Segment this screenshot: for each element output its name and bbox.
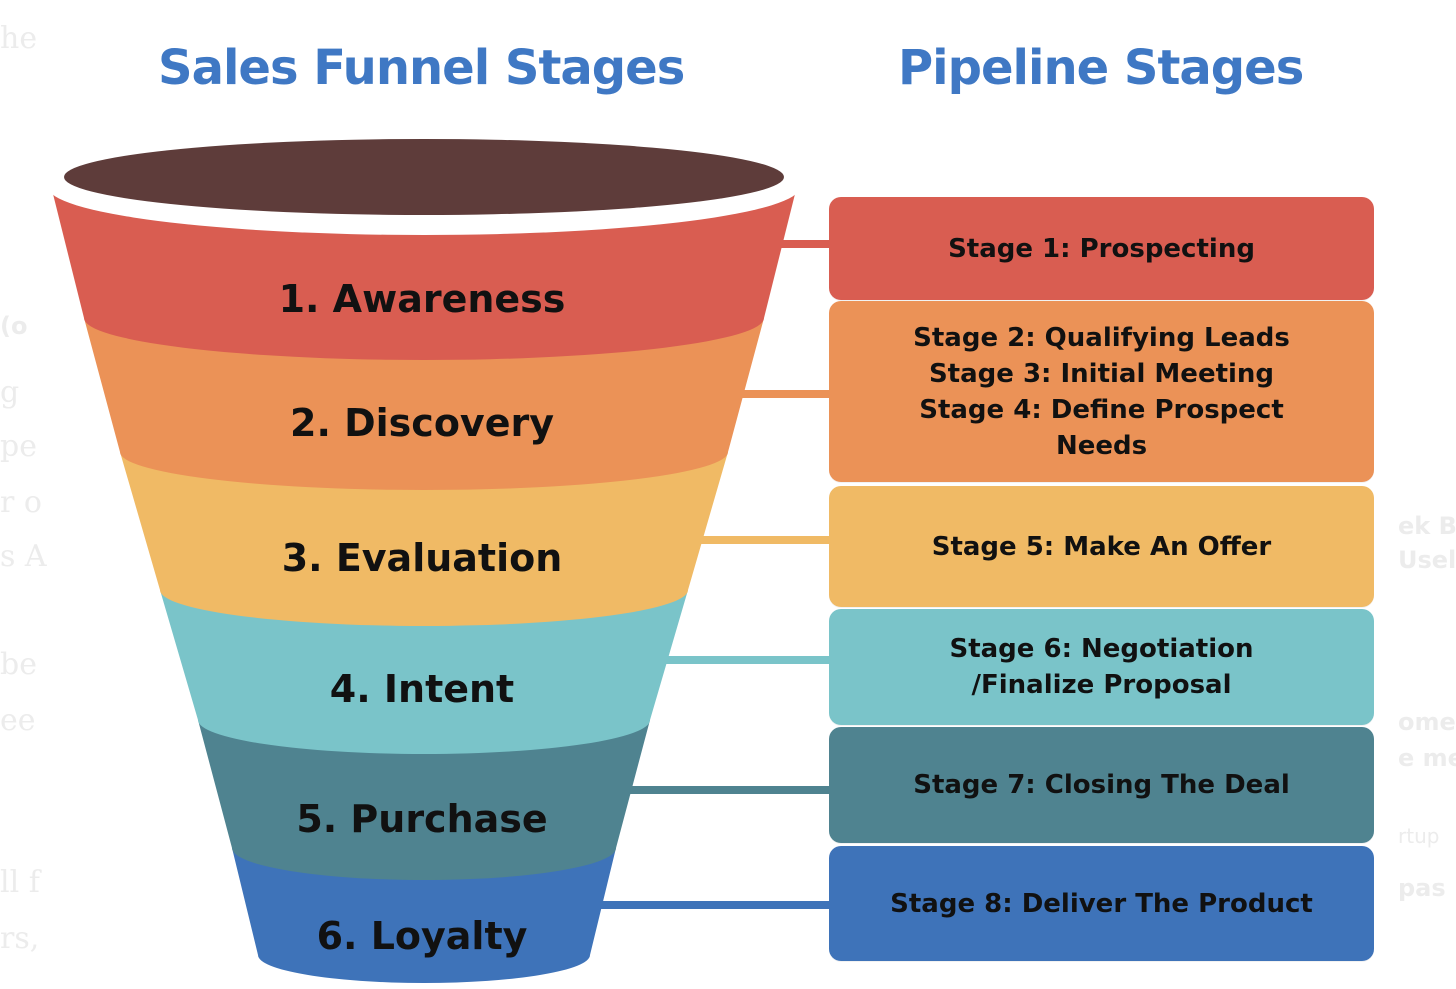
pipeline-stage-box-5: Stage 7: Closing The Deal [829, 727, 1374, 843]
funnel-band-1 [52, 190, 796, 360]
connector-line-6 [592, 901, 835, 909]
funnel-label-5: 5. Purchase [296, 797, 547, 841]
background-fragment: g [0, 375, 20, 410]
connector-line-5 [606, 786, 835, 794]
funnel-band-6 [232, 848, 616, 983]
background-fragment: rtup [1398, 824, 1440, 848]
background-fragment: s A [0, 539, 47, 574]
funnel-band-3 [120, 452, 728, 626]
pipeline-stage-text: Stage 8: Deliver The Product [890, 888, 1313, 919]
pipeline-stage-box-3: Stage 5: Make An Offer [829, 486, 1374, 607]
background-fragment: (o [0, 312, 28, 340]
pipeline-stage-text: Needs [1055, 430, 1148, 461]
pipeline-stage-text: Stage 1: Prospecting [948, 233, 1255, 264]
pipeline-stage-text: /Finalize Proposal [971, 670, 1232, 700]
pipeline-stage-text: Stage 3: Initial Meeting [928, 358, 1275, 389]
background-fragment: rs, [0, 921, 40, 956]
background-fragment: ll f [0, 865, 40, 900]
pipeline-stage-box-1: Stage 1: Prospecting [829, 197, 1374, 300]
background-fragment: Usel [1398, 546, 1456, 574]
background-fragment: ee [0, 703, 36, 738]
funnel-band-2 [84, 318, 764, 490]
connector-line-2 [730, 390, 835, 398]
pipeline-stage-text: Stage 4: Define Prospect [919, 394, 1284, 425]
background-fragment: ome [1398, 708, 1456, 736]
funnel-heading: Sales Funnel Stages [158, 40, 685, 96]
pipeline-stage-text: Stage 6: Negotiation [949, 634, 1254, 664]
background-fragment: he [0, 21, 38, 56]
funnel-label-4: 4. Intent [330, 667, 514, 711]
pipeline-stage-text: Stage 5: Make An Offer [931, 531, 1272, 562]
connector-line-3 [688, 536, 835, 544]
funnel-label-6: 6. Loyalty [317, 914, 528, 958]
funnel-band-4 [160, 590, 688, 754]
pipeline-stage-box-4: Stage 6: Negotiation/Finalize Proposal [829, 609, 1374, 725]
background-fragment: be [0, 647, 37, 682]
pipeline-stage-text: Stage 2: Qualifying Leads [913, 322, 1290, 353]
pipeline-stage-box-6: Stage 8: Deliver The Product [829, 846, 1374, 961]
funnel-label-3: 3. Evaluation [282, 536, 563, 580]
pipeline-stage-text: Stage 7: Closing The Deal [913, 770, 1290, 800]
funnel-band-5 [198, 720, 650, 880]
funnel-label-2: 2. Discovery [290, 401, 554, 445]
background-fragment: ek B [1398, 512, 1456, 540]
funnel-label-1: 1. Awareness [279, 277, 566, 321]
background-fragment: pe [0, 429, 37, 464]
connector-line-1 [778, 240, 835, 248]
background-fragment: e me [1398, 744, 1456, 772]
funnel-opening [64, 139, 784, 215]
connector-line-4 [648, 656, 835, 664]
background-fragment: pas [1398, 874, 1446, 902]
pipeline-heading: Pipeline Stages [898, 40, 1304, 96]
background-fragment: r o [0, 485, 42, 520]
